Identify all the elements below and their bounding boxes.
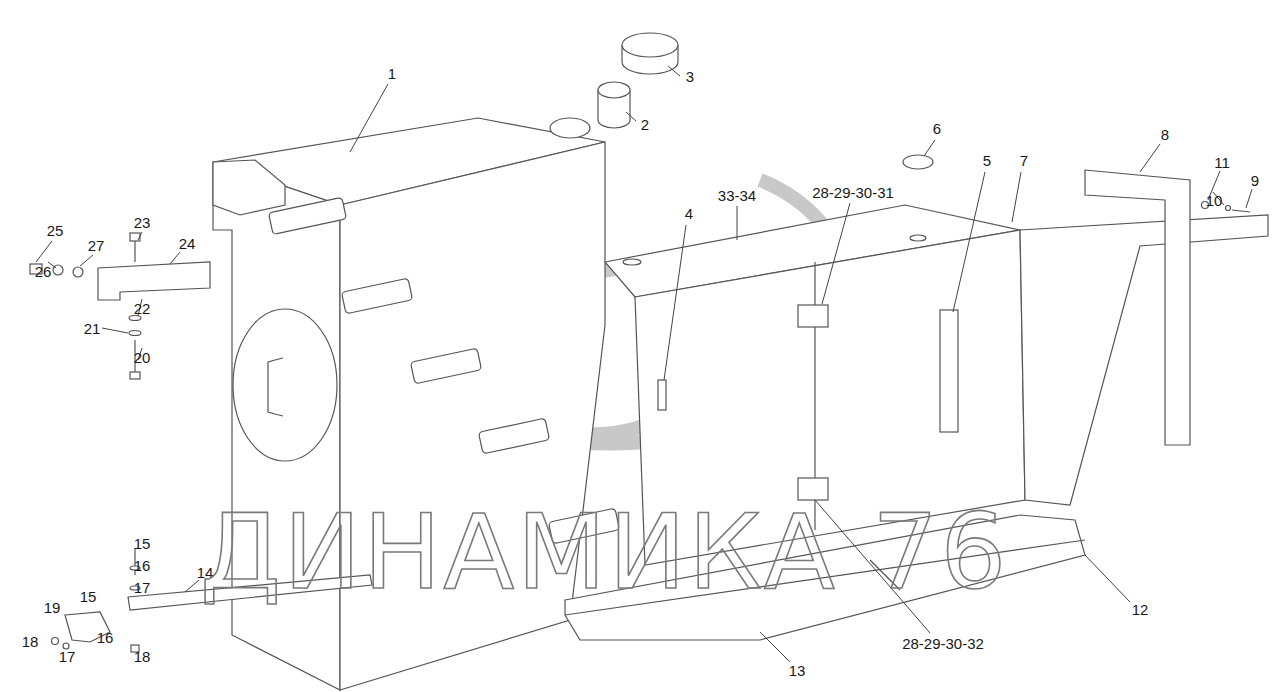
callout-number: 24 [179,236,196,251]
hinge [798,478,828,500]
callout-number: 1 [388,66,396,81]
callout-number: 20 [134,350,151,365]
slot-plate [940,310,958,432]
washer [129,316,141,321]
callout-number: 5 [983,153,991,168]
callout-number: 25 [47,223,64,238]
neck-pipe-top [598,82,630,98]
callout-number: 26 [35,264,52,279]
callout-number: 18 [134,649,151,664]
callout-number: 17 [59,649,76,664]
plug [903,155,933,169]
callout-number: 28-29-30-31 [812,185,894,200]
hinge [798,305,828,327]
callout-number: 21 [84,321,101,336]
mount-pad [269,197,347,234]
washer [73,267,83,277]
callout-number: 11 [1214,155,1230,170]
mount-pad [410,348,481,384]
filler-cap-top [622,33,678,57]
hole [623,259,641,265]
housing-lug [213,160,285,215]
tank-side [1020,215,1268,505]
callout-number: 3 [686,69,694,84]
bolt-head [130,372,140,379]
bolt [1232,210,1250,212]
callout-number: 18 [22,634,39,649]
callout-number: 33-34 [718,188,756,203]
callout-number: 19 [44,600,61,615]
callout-number: 15 [134,536,151,551]
callout-number: 22 [134,301,151,316]
plug-hole [910,235,926,241]
watermark: ДИНАМИКА 76 [200,500,1008,604]
bracket [98,262,210,300]
bolt [134,240,135,262]
callout-number: 27 [88,238,105,253]
callout-number: 2 [641,117,649,132]
cover-handle [268,358,283,416]
callout-number: 23 [134,215,151,230]
bracket [1085,170,1190,445]
callout-number: 9 [1251,173,1259,188]
filler-neck [550,118,590,138]
washer [129,331,141,336]
callout-number: 10 [1206,193,1223,208]
callout-number: 16 [97,630,114,645]
mount-pad [341,278,412,314]
callout-number: 17 [134,580,151,595]
round-cover [233,309,337,461]
callout-number: 13 [789,663,806,678]
callout-number: 8 [1161,127,1169,142]
housing-side [213,162,340,690]
callout-number: 15 [80,589,97,604]
callout-number: 7 [1020,153,1028,168]
washer [1226,206,1231,211]
leader-lines [36,66,1252,662]
callout-number: 28-29-30-32 [902,636,984,651]
callout-number: 16 [134,558,151,573]
callout-number: 12 [1132,602,1149,617]
nut [52,638,59,645]
callout-number: 4 [685,206,693,221]
mount-pad [478,418,549,454]
slot [658,380,666,410]
callout-number: 6 [933,121,941,136]
